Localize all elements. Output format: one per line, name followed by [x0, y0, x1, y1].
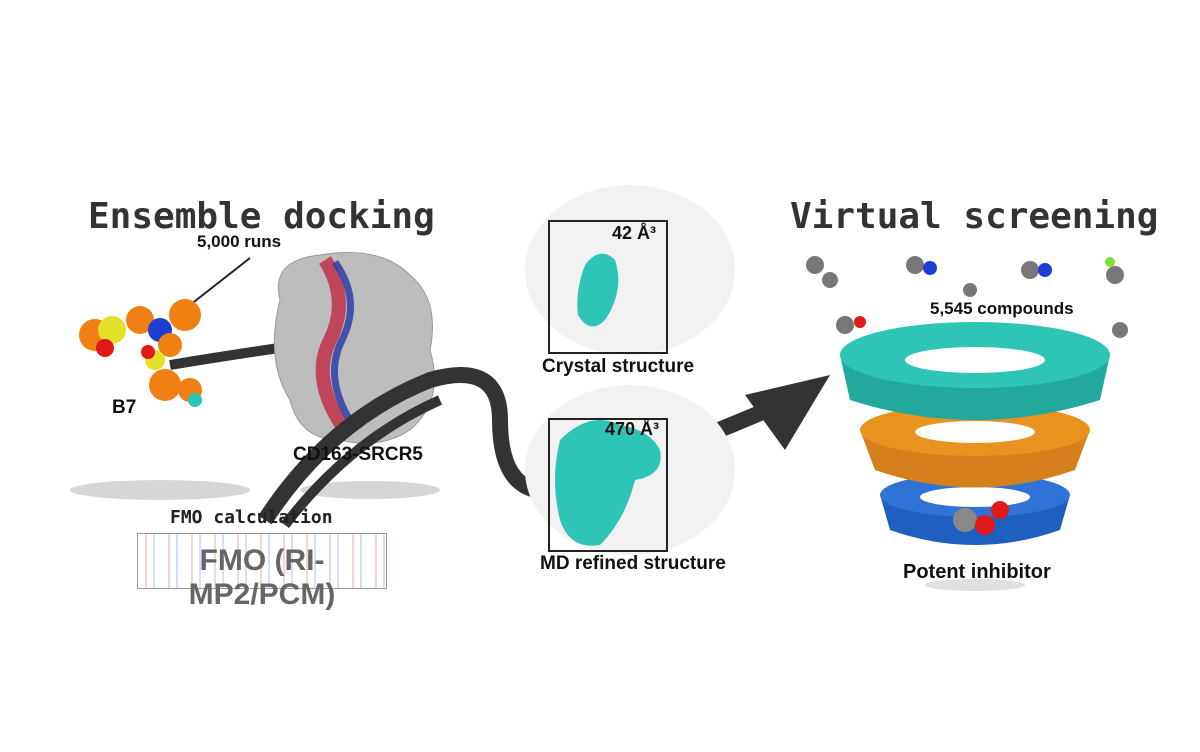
- crystal-structure-label: Crystal structure: [542, 356, 695, 377]
- virtual-screening-title: Virtual screening: [790, 196, 1159, 237]
- arrow-head: [745, 375, 830, 450]
- crystal-cavity: [577, 253, 619, 327]
- docking-poses: [315, 256, 351, 435]
- fmo-heading: FMO calculation: [170, 507, 333, 528]
- potent-inhibitor-label: Potent inhibitor: [903, 561, 1051, 583]
- md-structure-label: MD refined structure: [540, 553, 726, 574]
- protein-label: CD163-SRCR5: [293, 444, 423, 465]
- shadow-left: [70, 480, 250, 500]
- ligand-b7-model: [79, 299, 202, 407]
- ligand-label: B7: [112, 397, 137, 418]
- shadow-funnel: [925, 579, 1025, 591]
- shadow-protein: [300, 481, 440, 499]
- crystal-structure-panel: [548, 220, 668, 354]
- ensemble-docking-title: Ensemble docking: [88, 196, 435, 237]
- runs-pointer-line: [189, 257, 251, 306]
- md-structure-panel: [548, 418, 668, 552]
- runs-label: 5,000 runs: [197, 232, 282, 251]
- compounds-label: 5,545 compounds: [930, 299, 1074, 318]
- compound-molecules: [806, 256, 1128, 338]
- md-volume: 470 Å³: [605, 419, 660, 439]
- md-cavity: [555, 420, 661, 546]
- screening-funnel: [840, 322, 1110, 545]
- fmo-interaction-map: FMO (RI-MP2/PCM): [137, 533, 387, 611]
- crystal-volume: 42 Å³: [612, 223, 657, 243]
- fmo-method-text: FMO (RI-MP2/PCM): [188, 544, 336, 611]
